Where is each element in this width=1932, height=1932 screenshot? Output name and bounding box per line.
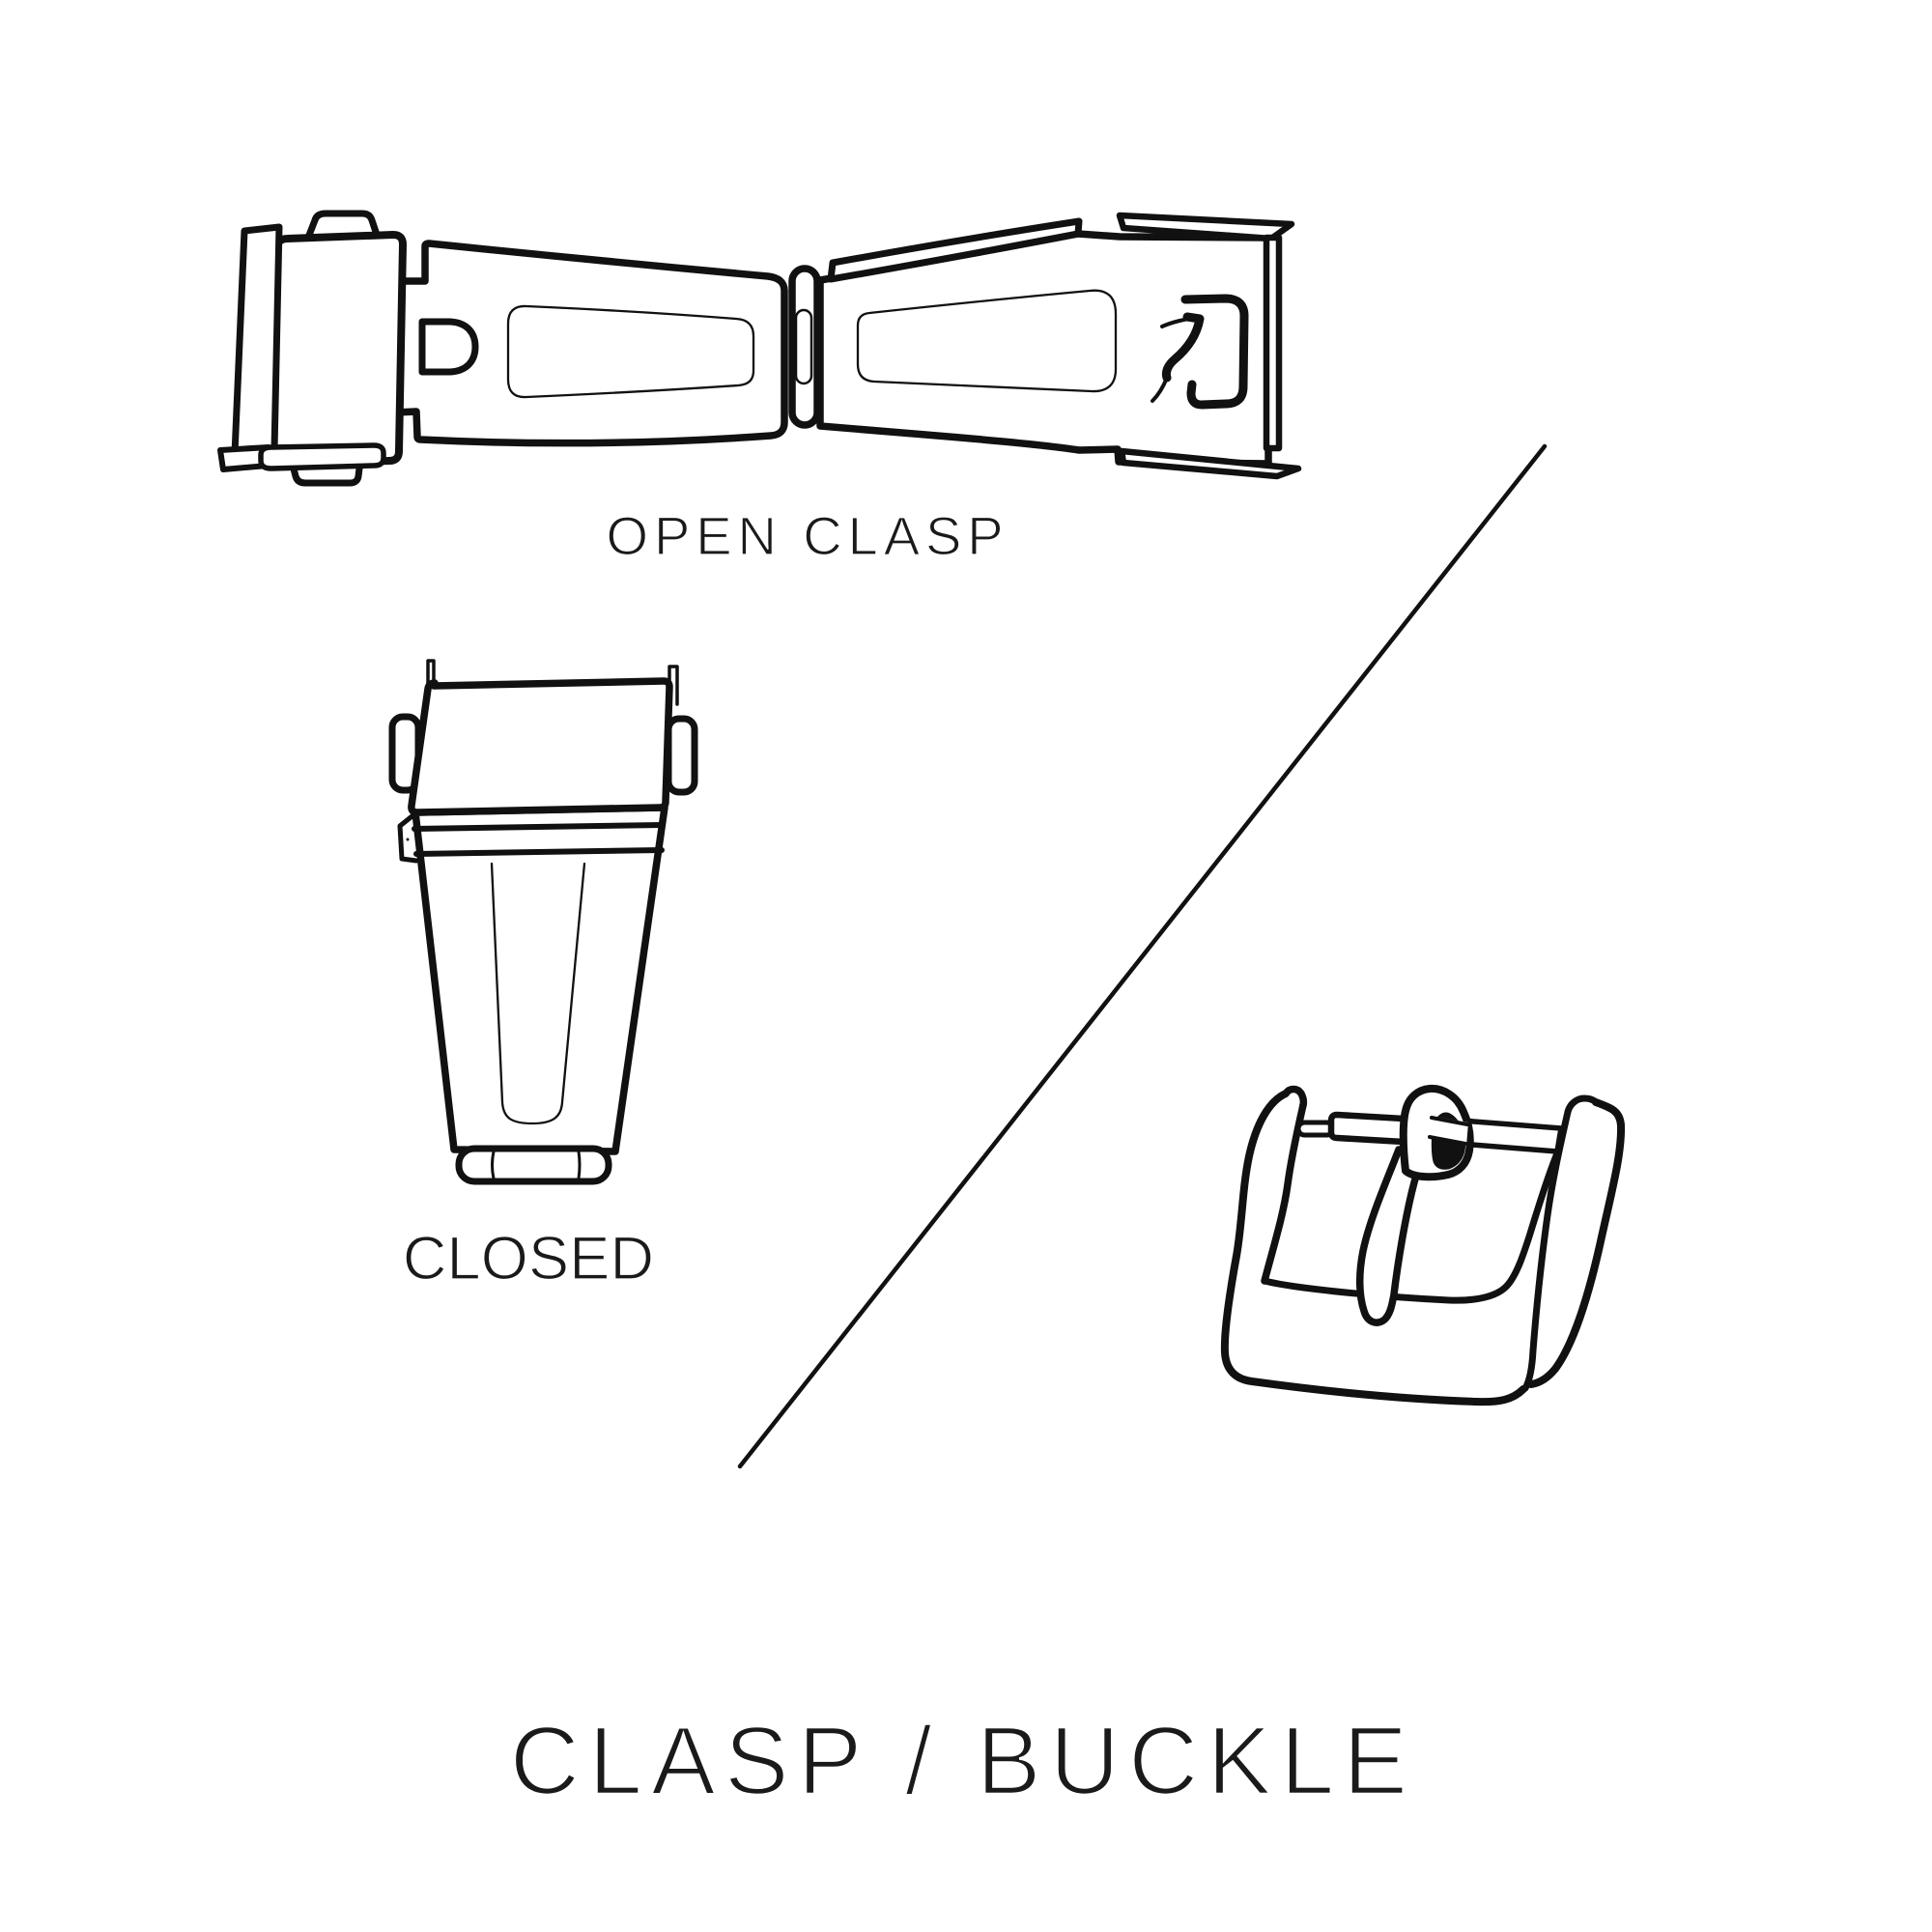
svg-text:CLOSED: CLOSED — [403, 1225, 654, 1293]
svg-text:OPEN CLASP: OPEN CLASP — [607, 505, 1009, 566]
svg-text:CLASP / BUCKLE: CLASP / BUCKLE — [510, 1707, 1416, 1815]
